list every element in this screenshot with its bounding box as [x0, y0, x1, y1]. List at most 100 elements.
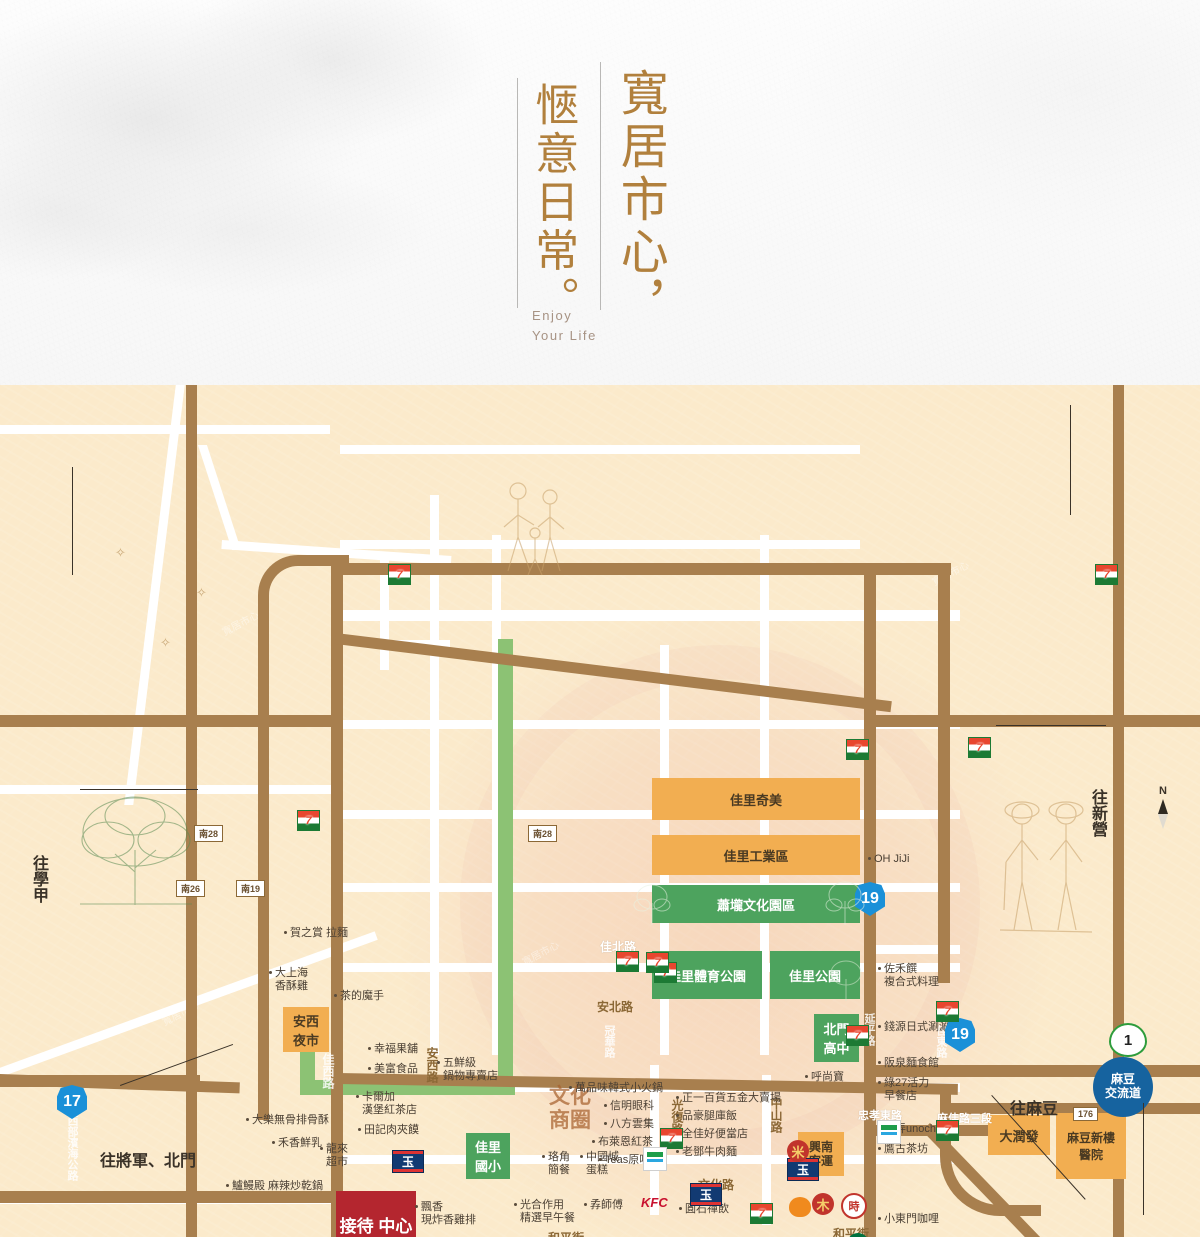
poi-label: 大上海 香酥雞	[275, 967, 308, 993]
poi-label: 禾香鮮乳	[278, 1137, 322, 1149]
seven-eleven-icon	[616, 951, 639, 972]
poi-label: Teas原味	[605, 1154, 651, 1166]
road-arterial-vertical	[186, 385, 197, 1237]
road-white	[340, 810, 960, 819]
poi-dot	[868, 857, 871, 860]
hero-title-right: 寬居市心，	[612, 68, 666, 332]
road-white	[340, 610, 960, 621]
green-area-block: 佳里體育公園	[652, 951, 762, 999]
direction-label: 往麻豆	[1010, 1101, 1059, 1118]
park-tree-illustration	[825, 881, 865, 925]
poi-label: 品豪腿庫飯	[682, 1110, 737, 1122]
poi-dot	[437, 1061, 440, 1064]
poi-dot	[878, 1147, 881, 1150]
road-name-label: 忠孝東路	[858, 1110, 902, 1122]
seven-eleven-icon	[660, 1128, 683, 1149]
poi-label: 鱸鰻殿 麻辣炒乾鍋	[232, 1180, 324, 1192]
orange-area-block: 安西 夜市	[283, 1007, 329, 1052]
park-tree-illustration	[633, 884, 671, 925]
road-arterial-vertical	[938, 563, 950, 983]
road-white	[340, 883, 960, 892]
district-label: 文化 商圈	[549, 1085, 591, 1132]
title-divider-left	[517, 78, 518, 308]
poi-label: 佐禾饌 複合式料理	[884, 963, 939, 989]
road-name-label: 佳西路	[321, 1053, 335, 1089]
poi-label: 光合作用 精選早午餐	[520, 1199, 575, 1225]
tree-illustration	[80, 796, 192, 905]
direction-rule	[72, 467, 73, 575]
poi-label: 老鄧牛肉麵	[682, 1146, 737, 1158]
reception-center-block[interactable]: 接待 中心	[336, 1191, 416, 1237]
tagline-line-1: Enjoy	[532, 308, 573, 323]
tree-brand-icon: 木	[812, 1193, 834, 1215]
direction-label: 往學甲	[30, 855, 47, 903]
poi-label: 綠27活力 早餐店	[884, 1077, 930, 1103]
county-route-shield: 南28	[194, 825, 224, 842]
poi-label: 布萊恩紅茶	[598, 1136, 653, 1148]
seven-eleven-icon	[936, 1001, 959, 1022]
road-arterial-horizontal	[331, 563, 951, 575]
direction-rule	[1143, 1103, 1144, 1215]
road-arterial-horizontal	[0, 1191, 340, 1203]
road-name-label: 冠華路	[603, 1025, 615, 1058]
poi-label: 卡爾加 漢堡紅茶店	[362, 1091, 417, 1117]
road-arterial-vertical	[1113, 385, 1124, 1237]
poi-dot	[569, 1086, 572, 1089]
poi-dot	[679, 1207, 682, 1210]
road-name-label: 安西路	[425, 1047, 439, 1083]
poi-label: 孨師傅	[590, 1199, 623, 1211]
road-name-label: 和平街	[833, 1227, 870, 1237]
tagline-line-2: Your Life	[532, 327, 597, 343]
poi-label: 八方雲集	[610, 1118, 654, 1130]
compass-rose: N	[1152, 785, 1174, 829]
poi-label: 飄香 現炸香雞排	[421, 1201, 476, 1227]
fried-chicken-icon	[789, 1197, 811, 1217]
poi-dot	[542, 1155, 545, 1158]
family-mart-icon	[877, 1120, 901, 1144]
poi-dot	[676, 1096, 679, 1099]
compass-north-arrow-icon	[1158, 799, 1168, 814]
poi-dot	[878, 1081, 881, 1084]
poi-dot	[604, 1122, 607, 1125]
poi-label: 幸福果舖	[374, 1043, 418, 1055]
interchange-marker: 麻豆 交流道	[1093, 1057, 1153, 1117]
seven-eleven-icon	[1095, 564, 1118, 585]
poi-dot	[356, 1095, 359, 1098]
poi-dot	[878, 1061, 881, 1064]
poi-label: 阪泉麵食館	[884, 1057, 939, 1069]
poi-label: 呼尚寶	[811, 1071, 844, 1083]
poi-dot	[415, 1205, 418, 1208]
poi-dot	[878, 967, 881, 970]
road-white	[0, 425, 330, 434]
poi-dot	[368, 1067, 371, 1070]
bank-icon: 玉	[787, 1158, 819, 1181]
county-route-shield: 南28	[528, 825, 558, 842]
road-arterial-horizontal	[940, 715, 1200, 727]
road-white	[762, 1075, 771, 1225]
poi-dot	[226, 1184, 229, 1187]
poi-label: 中國城 蛋糕	[586, 1151, 619, 1177]
compass-south-arrow-icon	[1158, 814, 1168, 829]
road-white	[870, 945, 960, 954]
county-route-shield: 南26	[176, 880, 206, 897]
elderly-couple-illustration	[999, 801, 1093, 933]
direction-label: 往新營	[1089, 789, 1106, 837]
green-area-block: 佳里 國小	[466, 1133, 510, 1179]
poi-dot	[320, 1147, 323, 1150]
poi-label: 田記肉夾饃	[364, 1124, 419, 1136]
hero-tagline: Enjoy Your Life	[532, 306, 597, 345]
direction-rule	[1070, 405, 1071, 515]
seven-eleven-icon	[936, 1120, 959, 1141]
bank-icon: 玉	[690, 1183, 722, 1206]
direction-rule	[80, 789, 198, 790]
clock-brand-icon: 時	[841, 1193, 867, 1219]
road-green-parkway	[498, 639, 513, 1069]
poi-label: 鷹古茶坊	[884, 1143, 928, 1155]
green-area-block: 佳里公園	[770, 951, 860, 999]
direction-rule	[996, 725, 1106, 726]
poi-dot	[878, 1217, 881, 1220]
road-arterial-vertical	[258, 600, 269, 1120]
poi-label: 龍來 超市	[326, 1143, 348, 1169]
poi-dot	[514, 1203, 517, 1206]
red-brand-icon: 米	[787, 1140, 809, 1162]
